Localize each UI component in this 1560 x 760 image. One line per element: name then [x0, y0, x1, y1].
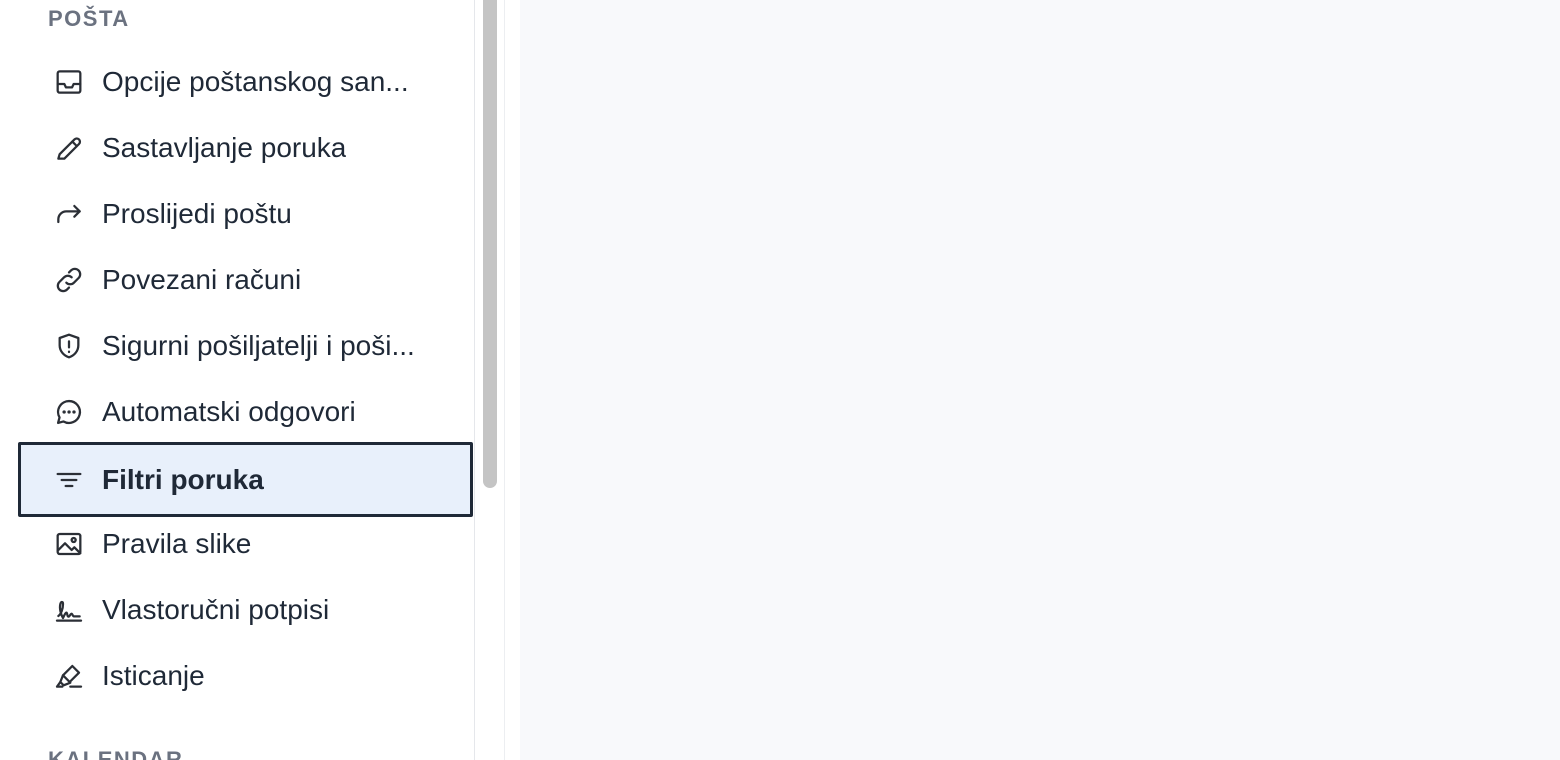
- forward-arrow-icon: [52, 197, 86, 231]
- shield-alert-icon: [52, 329, 86, 363]
- sidebar-item-label: Proslijedi poštu: [102, 198, 292, 229]
- sidebar-item-label: Opcije poštanskog san...: [102, 66, 409, 97]
- sidebar-item-mailbox-options[interactable]: Opcije poštanskog san...: [22, 49, 468, 115]
- sidebar-item-auto-replies[interactable]: Automatski odgovori: [22, 379, 468, 445]
- sidebar-item-label: Automatski odgovori: [102, 396, 356, 427]
- pencil-icon: [52, 131, 86, 165]
- sidebar-item-label: Isticanje: [102, 660, 205, 691]
- signature-icon: [52, 593, 86, 627]
- sidebar-item-label: Povezani računi: [102, 264, 302, 295]
- sidebar-item-signatures[interactable]: Vlastoručni potpisi: [22, 577, 468, 643]
- sidebar-item-message-filters[interactable]: Filtri poruka: [18, 442, 473, 517]
- section-heading-mail: POŠTA: [48, 6, 130, 31]
- section-heading-calendar: KALENDAR: [48, 747, 184, 760]
- inbox-icon: [52, 65, 86, 99]
- filter-icon: [52, 463, 86, 497]
- sidebar-item-connected-accounts[interactable]: Povezani računi: [22, 247, 468, 313]
- sidebar-item-label: Sastavljanje poruka: [102, 132, 347, 163]
- chat-bubble-icon: [52, 395, 86, 429]
- link-icon: [52, 263, 86, 297]
- settings-sidebar: POŠTA Opcije poštanskog san... Sastavlja…: [0, 0, 475, 760]
- sidebar-item-image-rules[interactable]: Pravila slike: [22, 511, 468, 577]
- image-icon: [52, 527, 86, 561]
- sidebar-item-label: Sigurni pošiljatelji i poši...: [102, 330, 415, 361]
- sidebar-item-safe-senders[interactable]: Sigurni pošiljatelji i poši...: [22, 313, 468, 379]
- sidebar-item-compose[interactable]: Sastavljanje poruka: [22, 115, 468, 181]
- sidebar-scrollbar-thumb[interactable]: [483, 0, 497, 488]
- sidebar-item-label: Filtri poruka: [102, 463, 264, 495]
- sidebar-item-label: Pravila slike: [102, 528, 252, 559]
- settings-content-pane: [520, 0, 1560, 760]
- highlighter-icon: [52, 659, 86, 693]
- sidebar-item-label: Vlastoručni potpisi: [102, 594, 330, 625]
- sidebar-item-forward-mail[interactable]: Proslijedi poštu: [22, 181, 468, 247]
- sidebar-item-highlighting[interactable]: Isticanje: [22, 643, 468, 709]
